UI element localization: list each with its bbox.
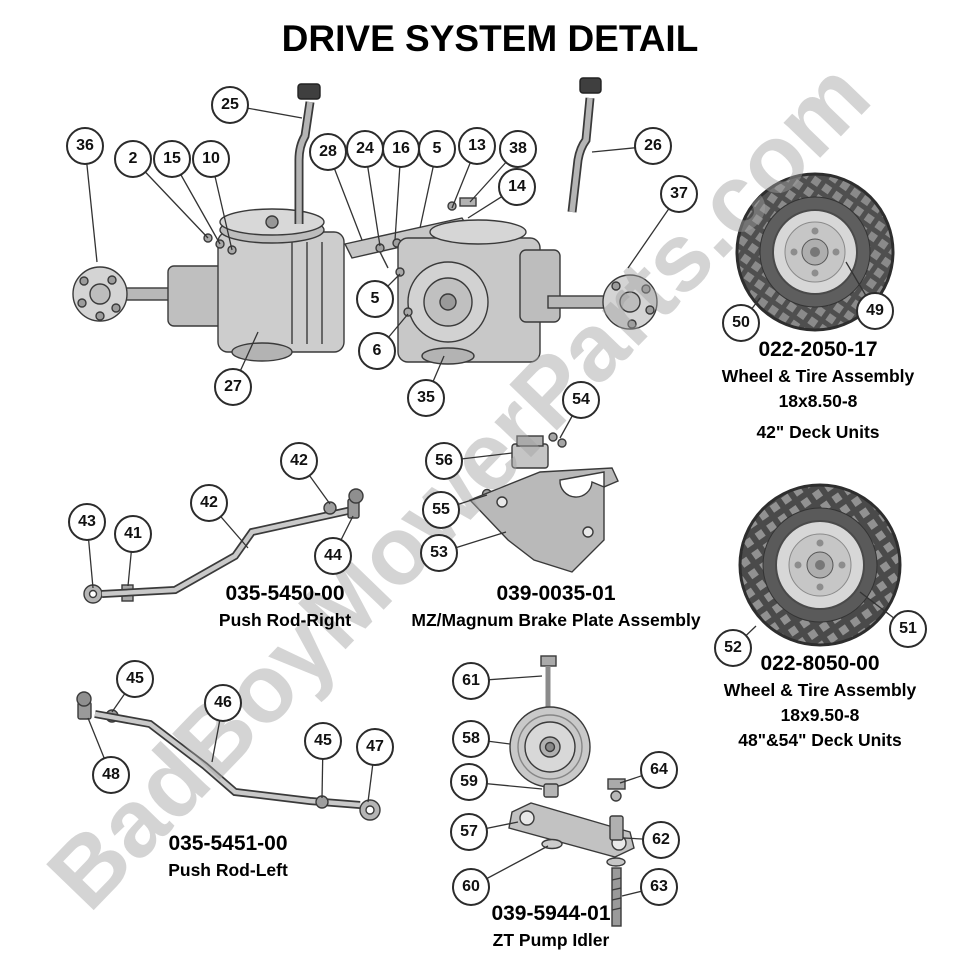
callout-55: 55 <box>422 491 460 529</box>
callout-27: 27 <box>214 368 252 406</box>
callout-2: 2 <box>114 140 152 178</box>
callout-63: 63 <box>640 868 678 906</box>
callout-41: 41 <box>114 515 152 553</box>
callout-28: 28 <box>309 133 347 171</box>
part-name: MZ/Magnum Brake Plate Assembly <box>411 610 701 630</box>
callout-15: 15 <box>153 140 191 178</box>
part-number: 039-0035-01 <box>496 582 616 605</box>
callout-54: 54 <box>562 381 600 419</box>
push-rod-left-drawing <box>76 691 381 821</box>
wheel-tire-42-drawing <box>735 172 895 332</box>
wheel-tire-48-drawing <box>738 483 902 647</box>
callout-6: 6 <box>358 332 396 370</box>
part-deck: 48"&54" Deck Units <box>738 730 902 750</box>
callout-56: 56 <box>425 442 463 480</box>
callout-36: 36 <box>66 127 104 165</box>
part-size: 18x9.50-8 <box>780 705 860 725</box>
callout-52: 52 <box>714 629 752 667</box>
callout-16: 16 <box>382 130 420 168</box>
part-number: 022-2050-17 <box>758 338 878 361</box>
transaxle-assembly-drawing <box>72 77 658 365</box>
callout-62: 62 <box>642 821 680 859</box>
callout-35: 35 <box>407 379 445 417</box>
callout-25: 25 <box>211 86 249 124</box>
label-wheel-42: 022-2050-17 Wheel & Tire Assembly 18x8.5… <box>680 336 956 447</box>
callout-13: 13 <box>458 127 496 165</box>
part-number: 035-5450-00 <box>225 582 345 605</box>
part-name: Wheel & Tire Assembly <box>721 366 915 386</box>
callout-49: 49 <box>856 292 894 330</box>
part-size: 18x8.50-8 <box>778 391 858 411</box>
callout-5: 5 <box>418 130 456 168</box>
callout-60: 60 <box>452 868 490 906</box>
callout-24: 24 <box>346 130 384 168</box>
callout-58: 58 <box>452 720 490 758</box>
callout-42a: 42 <box>280 442 318 480</box>
callout-48: 48 <box>92 756 130 794</box>
part-number: 039-5944-01 <box>491 902 611 925</box>
callout-10: 10 <box>192 140 230 178</box>
part-name: Push Rod-Left <box>168 860 288 880</box>
callout-45a: 45 <box>116 660 154 698</box>
callout-14: 14 <box>498 168 536 206</box>
pump-idler-drawing <box>508 655 635 927</box>
callout-50: 50 <box>722 304 760 342</box>
callout-26: 26 <box>634 127 672 165</box>
callout-51: 51 <box>889 610 927 648</box>
callout-64: 64 <box>640 751 678 789</box>
part-name: Wheel & Tire Assembly <box>723 680 917 700</box>
callout-43: 43 <box>68 503 106 541</box>
callout-45b: 45 <box>304 722 342 760</box>
callout-57: 57 <box>450 813 488 851</box>
callout-59: 59 <box>450 763 488 801</box>
callout-47: 47 <box>356 728 394 766</box>
part-name: Push Rod-Right <box>218 610 352 630</box>
label-push-rod-right: 035-5450-00 Push Rod-Right <box>165 580 405 635</box>
page-title: DRIVE SYSTEM DETAIL <box>281 18 699 59</box>
callout-37: 37 <box>660 175 698 213</box>
part-name: ZT Pump Idler <box>492 930 610 950</box>
callout-5b: 5 <box>356 280 394 318</box>
callout-44: 44 <box>314 537 352 575</box>
label-pump-idler: 039-5944-01 ZT Pump Idler <box>431 900 671 955</box>
label-push-rod-left: 035-5451-00 Push Rod-Left <box>108 830 348 885</box>
callout-42b: 42 <box>190 484 228 522</box>
callout-46: 46 <box>204 684 242 722</box>
part-deck: 42" Deck Units <box>756 422 880 442</box>
callout-53: 53 <box>420 534 458 572</box>
label-wheel-48: 022-8050-00 Wheel & Tire Assembly 18x9.5… <box>680 650 960 755</box>
callout-61: 61 <box>452 662 490 700</box>
brake-plate-drawing <box>468 432 619 573</box>
part-number: 035-5451-00 <box>168 832 288 855</box>
label-brake-plate: 039-0035-01 MZ/Magnum Brake Plate Assemb… <box>386 580 726 635</box>
part-number: 022-8050-00 <box>760 652 880 675</box>
callout-38: 38 <box>499 130 537 168</box>
